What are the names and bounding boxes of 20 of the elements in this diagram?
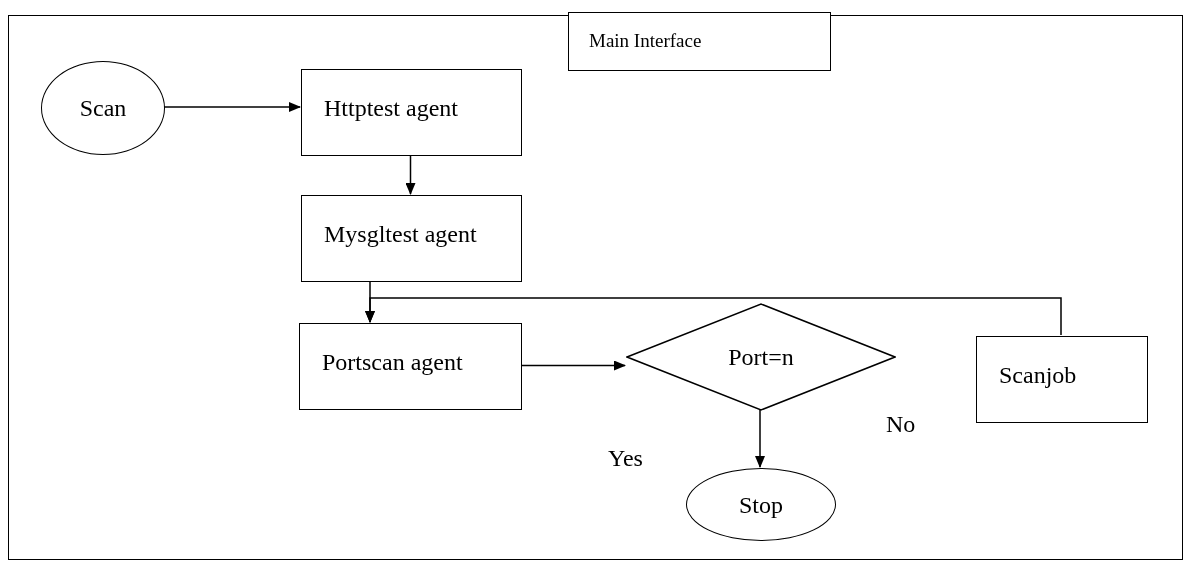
node-text: Mysgltest agent: [324, 220, 477, 249]
arrow: [755, 409, 765, 468]
process-box: [976, 336, 1148, 423]
node-text: Scan: [79, 94, 127, 123]
branch-label: No: [886, 410, 916, 439]
node-text: Stop: [739, 490, 783, 520]
main-frame: [8, 15, 1183, 560]
heading-box: Main Interface: [568, 12, 831, 71]
decision-diamond: [626, 303, 896, 411]
process-box: [301, 195, 522, 282]
arrow: [405, 154, 416, 195]
arrow: [365, 297, 1062, 336]
node-text: Httptest agent: [324, 94, 458, 123]
process-box: [299, 323, 522, 410]
node-text: Port=n: [728, 343, 794, 372]
arrow: [163, 102, 301, 112]
node-text: Portscan agent: [322, 348, 463, 377]
arrow: [520, 360, 626, 371]
process-box: [301, 69, 522, 156]
node-text: Scanjob: [999, 361, 1077, 390]
